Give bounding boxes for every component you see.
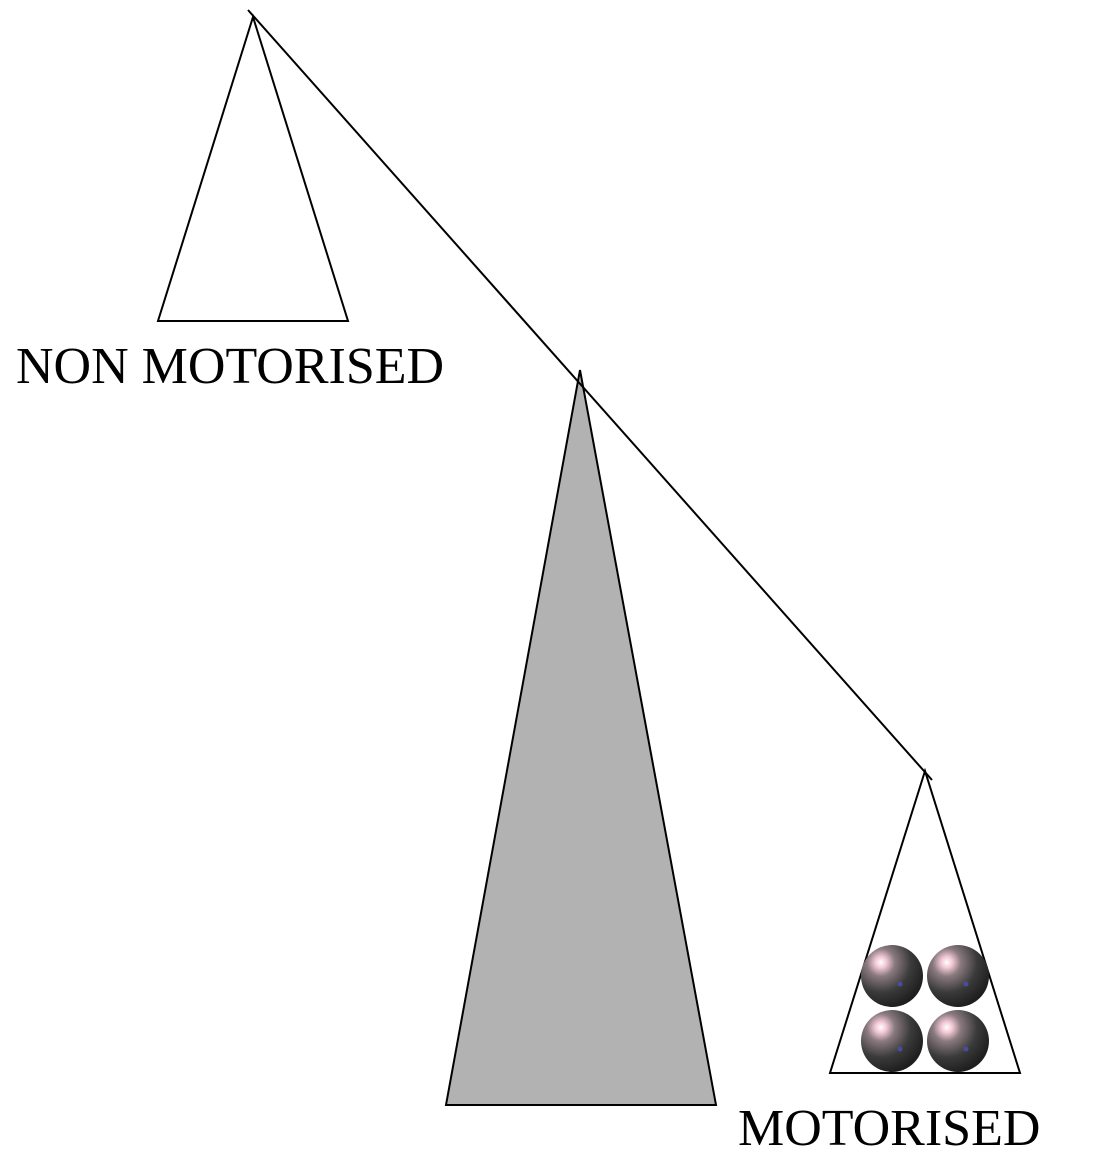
right-pan-label: MOTORISED: [738, 1100, 1040, 1155]
ball-icon: [861, 945, 923, 1007]
left-pan: [156, 13, 350, 322]
fulcrum: [444, 369, 718, 1106]
right-pan: [828, 767, 1022, 1074]
ball-icon: [927, 945, 989, 1007]
ball-icon: [927, 1010, 989, 1072]
ball-icon: [861, 1010, 923, 1072]
balance-beam: [247, 9, 933, 781]
left-pan-label: NON MOTORISED: [16, 338, 444, 395]
right-pan-balls: [861, 945, 989, 1072]
